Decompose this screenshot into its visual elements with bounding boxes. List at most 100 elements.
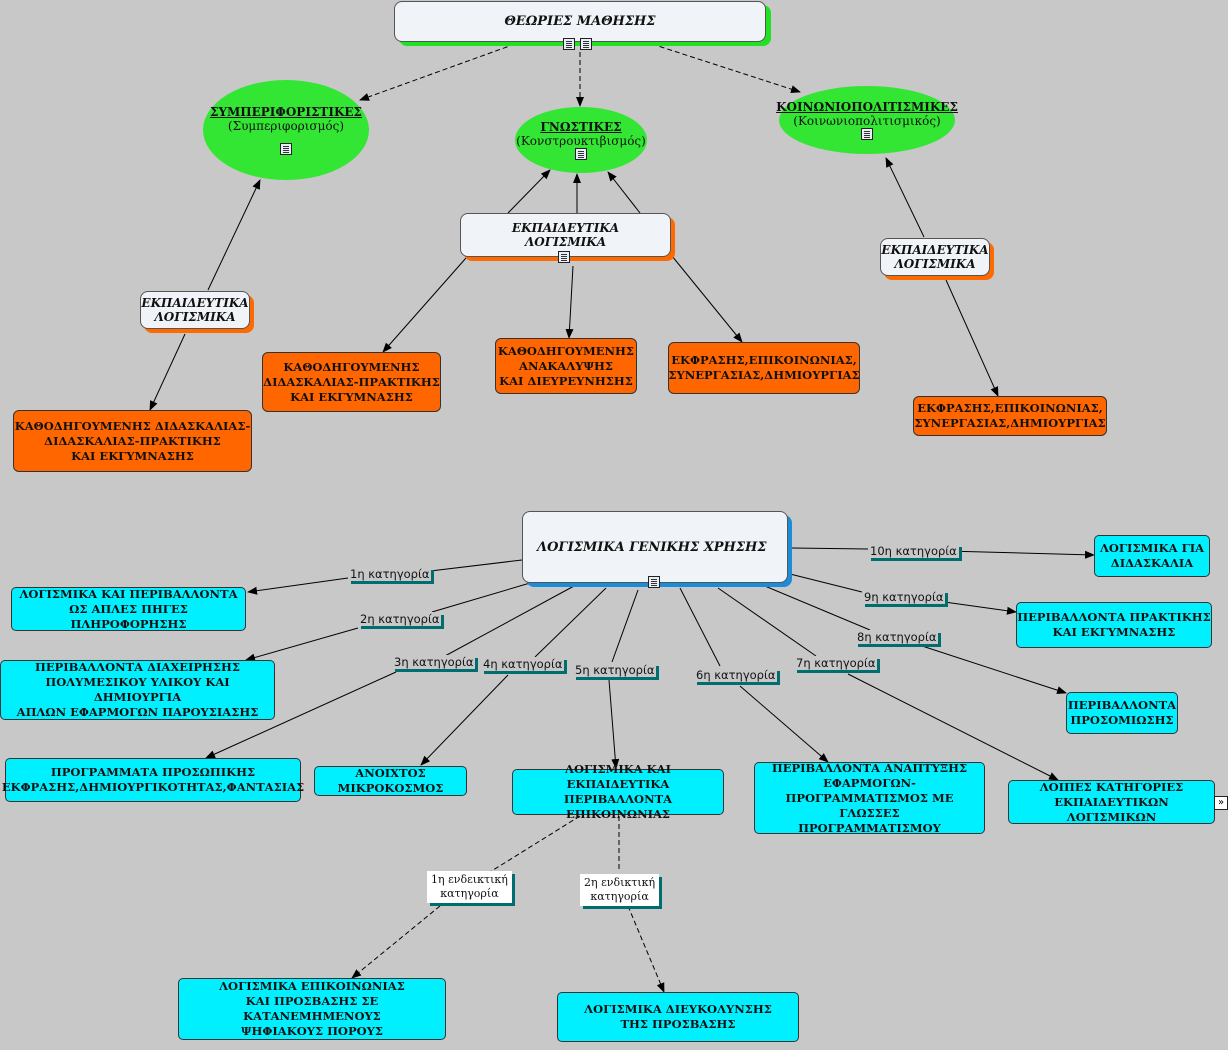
box-line: ΠΡΟΓΡΑΜΜΑΤΙΣΜΟΥ bbox=[798, 820, 941, 835]
guided-teaching-practice-left-box[interactable]: ΚΑΘΟΔΗΓΟΥΜΕΝΗΣ ΔΙΔΑΣΚΑΛΙΑΣ- ΔΙΔΑΣΚΑΛΙΑΣ-… bbox=[13, 410, 252, 472]
box-line: ΚΑΘΟΔΗΓΟΥΜΕΝΗΣ ΔΙΔΑΣΚΑΛΙΑΣ- bbox=[14, 418, 251, 433]
label-line: κατηγορία bbox=[590, 890, 649, 903]
resource-list-icon[interactable] bbox=[558, 251, 570, 263]
edu-software-center-line2: ΛΟΓΙΣΜΙΚΑ bbox=[524, 235, 607, 249]
box-line: ΚΑΙ ΠΡΟΣΒΑΣΗΣ ΣΕ ΚΑΤΑΝΕΜΗΜΕΝΟΥΣ bbox=[243, 994, 381, 1023]
communication-environments-box[interactable]: ΛΟΓΙΣΜΙΚΑ ΚΑΙ ΕΚΠΑΙΔΕΥΤΙΚΑ ΠΕΡΙΒΑΛΛΟΝΤΑ … bbox=[512, 762, 724, 821]
box-line: ΔΙΔΑΣΚΑΛΙΑΣ-ΠΡΑΚΤΙΚΗΣ bbox=[44, 433, 221, 448]
label-line: 2η ενδικτική bbox=[584, 876, 656, 889]
educational-software-left[interactable]: ΕΚΠΑΙΔΕΥΤΙΚΑ ΛΟΓΙΣΜΙΚΑ bbox=[140, 291, 250, 329]
box-line: ΠΡΟΓΡΑΜΜΑΤΙΣΜΟΣ ΜΕ ΓΛΩΣΣΕΣ bbox=[785, 790, 954, 820]
box-line: ΑΠΛΩΝ ΕΦΑΡΜΟΓΩΝ ΠΑΡΟΥΣΙΑΣΗΣ bbox=[16, 705, 259, 719]
expand-arrow-icon[interactable]: » bbox=[1214, 796, 1228, 810]
edu-software-left-line1: ΕΚΠΑΙΔΕΥΤΙΚΑ bbox=[141, 296, 249, 310]
box-line: ΠΟΛΥΜΕΣΙΚΟΥ ΥΛΙΚΟΥ ΚΑΙ ΔΗΜΙΟΥΡΓΙΑ bbox=[45, 675, 230, 704]
box-line: ΚΑΙ ΕΚΓΥΜΝΑΣΗΣ bbox=[290, 389, 413, 404]
category-label-6: 6η κατηγορία bbox=[694, 668, 778, 682]
box-line: ΚΑΘΟΔΗΓΟΥΜΕΝΗΣ bbox=[283, 359, 420, 374]
general-software-title[interactable]: ΛΟΓΙΣΜΙΚΑ ΓΕΝΙΚΗΣ ΧΡΗΣΗΣ bbox=[522, 511, 788, 583]
box-line: ΩΣ ΑΠΛΕΣ ΠΗΓΕΣ ΠΛΗΡΟΦΟΡΗΣΗΣ bbox=[69, 601, 188, 631]
resource-list-icon[interactable] bbox=[861, 128, 873, 140]
box-line: ΚΑΘΟΔΗΓΟΥΜΕΝΗΣ bbox=[497, 343, 635, 358]
indicative-category-label-1: 1η ενδεικτική κατηγορία bbox=[427, 871, 512, 903]
expression-collaboration-right-box[interactable]: ΕΚΦΡΑΣΗΣ,ΕΠΙΚΟΙΝΩΝΙΑΣ, ΣΥΝΕΡΓΑΣΙΑΣ,ΔΗΜΙΟ… bbox=[913, 396, 1107, 436]
cognitive-theory-node[interactable]: ΓΝΩΣΤΙΚΕΣ (Κονστρουκτιβισμός) bbox=[515, 107, 647, 173]
box-line: ΚΑΙ ΔΙΕΥΡΕΥΝΗΣΗΣ bbox=[499, 373, 633, 388]
image-icon[interactable] bbox=[563, 38, 575, 50]
category-label-7: 7η κατηγορία bbox=[794, 656, 878, 670]
teaching-software-box[interactable]: ΛΟΓΙΣΜΙΚΑ ΓΙΑ ΔΙΔΑΣΚΑΛΙΑ bbox=[1094, 535, 1210, 577]
behaviorist-theory-node[interactable]: ΣΥΜΠΕΡΙΦΟΡΙΣΤΙΚΕΣ (Συμπεριφορισμός) bbox=[203, 80, 369, 180]
box-line: ΛΟΓΙΣΜΙΚΑ ΚΑΙ ΕΚΠΑΙΔΕΥΤΙΚΑ bbox=[565, 762, 671, 791]
box-line: ΛΟΓΙΣΜΙΚΑ ΕΠΙΚΟΙΝΩΝΙΑΣ bbox=[219, 979, 405, 993]
resource-list-icon[interactable] bbox=[575, 148, 587, 160]
category-label-2: 2η κατηγορία bbox=[358, 612, 442, 626]
box-line: ΠΕΡΙΒΑΛΛΟΝΤΑ ΕΠΙΚΟΙΝΩΝΙΑΣ bbox=[563, 792, 673, 821]
category-label-8: 8η κατηγορία bbox=[855, 630, 939, 644]
multimedia-management-box[interactable]: ΠΕΡΙΒΑΛΛΟΝΤΑ ΔΙΑΧΕΙΡΗΣΗΣ ΠΟΛΥΜΕΣΙΚΟΥ ΥΛΙ… bbox=[0, 660, 275, 720]
guided-teaching-practice-box[interactable]: ΚΑΘΟΔΗΓΟΥΜΕΝΗΣ ΔΙΔΑΣΚΑΛΙΑΣ-ΠΡΑΚΤΙΚΗΣ ΚΑΙ… bbox=[262, 352, 441, 412]
expression-collaboration-box[interactable]: ΕΚΦΡΑΣΗΣ,ΕΠΙΚΟΙΝΩΝΙΑΣ, ΣΥΝΕΡΓΑΣΙΑΣ,ΔΗΜΙΟ… bbox=[668, 342, 860, 394]
box-line: ΛΟΓΙΣΜΙΚΑ ΚΑΙ ΠΕΡΙΒΑΛΛΟΝΤΑ bbox=[19, 586, 238, 601]
sociocultural-theory-node[interactable]: ΚΟΙΝΩΝΙΟΠΟΛΙΤΙΣΜΙΚΕΣ (Κοινωνιοπολιτισμικ… bbox=[776, 86, 958, 154]
box-line: ΤΗΣ ΠΡΟΣΒΑΣΗΣ bbox=[620, 1017, 736, 1031]
box-line: ΠΕΡΙΒΑΛΛΟΝΤΑ bbox=[1067, 698, 1177, 712]
edu-software-center-line1: ΕΚΠΑΙΔΕΥΤΙΚΑ bbox=[511, 221, 620, 235]
box-line: ΑΝΟΙΧΤΟΣ ΜΙΚΡΟΚΟΣΜΟΣ bbox=[337, 766, 444, 795]
box-line: ΠΕΡΙΒΑΛΛΟΝΤΑ ΑΝΑΠΤΥΞΗΣ bbox=[771, 760, 968, 775]
resource-list-icon[interactable] bbox=[280, 143, 292, 155]
learning-theories-title-text: ΘΕΩΡΙΕΣ ΜΑΘΗΣΗΣ bbox=[504, 14, 656, 29]
category-label-4: 4η κατηγορία bbox=[481, 657, 565, 671]
distributed-resources-box[interactable]: ΛΟΓΙΣΜΙΚΑ ΕΠΙΚΟΙΝΩΝΙΑΣ ΚΑΙ ΠΡΟΣΒΑΣΗΣ ΣΕ … bbox=[178, 978, 446, 1040]
box-line: ΚΑΙ ΕΚΓΥΜΝΑΣΗΣ bbox=[1052, 625, 1176, 639]
category-label-5: 5η κατηγορία bbox=[573, 663, 657, 677]
information-sources-box[interactable]: ΛΟΓΙΣΜΙΚΑ ΚΑΙ ΠΕΡΙΒΑΛΛΟΝΤΑ ΩΣ ΑΠΛΕΣ ΠΗΓΕ… bbox=[11, 587, 246, 631]
edu-software-right-line1: ΕΚΠΑΙΔΕΥΤΙΚΑ bbox=[881, 243, 989, 257]
box-line: ΛΟΙΠΕΣ ΚΑΤΗΓΟΡΙΕΣ bbox=[1039, 779, 1184, 794]
box-line: ΕΦΑΡΜΟΓΩΝ- bbox=[823, 775, 916, 790]
other-categories-box[interactable]: ΛΟΙΠΕΣ ΚΑΤΗΓΟΡΙΕΣ ΕΚΠΑΙΔΕΥΤΙΚΩΝ ΛΟΓΙΣΜΙΚ… bbox=[1008, 780, 1215, 824]
box-line: ΣΥΝΕΡΓΑΣΙΑΣ,ΔΗΜΙΟΥΡΓΙΑΣ bbox=[914, 416, 1106, 430]
simulation-environments-box[interactable]: ΠΕΡΙΒΑΛΛΟΝΤΑ ΠΡΟΣΟΜΙΩΣΗΣ bbox=[1066, 692, 1178, 734]
box-line: ΠΕΡΙΒΑΛΛΟΝΤΑ ΠΡΑΚΤΙΚΗΣ bbox=[1017, 610, 1211, 624]
category-label-9: 9η κατηγορία bbox=[862, 590, 946, 604]
box-line: ΠΕΡΙΒΑΛΛΟΝΤΑ ΔΙΑΧΕΙΡΗΣΗΣ bbox=[34, 660, 241, 674]
educational-software-right[interactable]: ΕΚΠΑΙΔΕΥΤΙΚΑ ΛΟΓΙΣΜΙΚΑ bbox=[880, 238, 990, 276]
indicative-category-label-2: 2η ενδικτική κατηγορία bbox=[580, 874, 660, 906]
personal-expression-box[interactable]: ΠΡΟΓΡΑΜΜΑΤΑ ΠΡΟΣΩΠΙΚΗΣ ΕΚΦΡΑΣΗΣ,ΔΗΜΙΟΥΡΓ… bbox=[1, 758, 305, 802]
general-software-title-text: ΛΟΓΙΣΜΙΚΑ ΓΕΝΙΚΗΣ ΧΡΗΣΗΣ bbox=[537, 539, 767, 555]
box-line: ΛΟΓΙΣΜΙΚΑ ΔΙΕΥΚΟΛΥΝΣΗΣ bbox=[584, 1002, 772, 1016]
edu-software-right-line2: ΛΟΓΙΣΜΙΚΑ bbox=[894, 257, 976, 271]
access-facilitation-box[interactable]: ΛΟΓΙΣΜΙΚΑ ΔΙΕΥΚΟΛΥΝΣΗΣ ΤΗΣ ΠΡΟΣΒΑΣΗΣ bbox=[557, 992, 799, 1042]
behaviorist-sub: (Συμπεριφορισμός) bbox=[227, 119, 345, 133]
box-line: ΣΥΝΕΡΓΑΣΙΑΣ,ΔΗΜΙΟΥΡΓΙΑΣ bbox=[668, 368, 860, 382]
box-line: ΕΚΦΡΑΣΗΣ,ΕΠΙΚΟΙΝΩΝΙΑΣ, bbox=[671, 353, 857, 367]
box-line: ΔΙΔΑΣΚΑΛΙΑΣ-ΠΡΑΚΤΙΚΗΣ bbox=[263, 374, 440, 389]
category-label-1: 1η κατηγορία bbox=[348, 567, 432, 581]
box-line: ΕΚΦΡΑΣΗΣ,ΕΠΙΚΟΙΝΩΝΙΑΣ, bbox=[917, 401, 1103, 415]
resource-list-icon[interactable] bbox=[648, 576, 660, 588]
guided-discovery-box[interactable]: ΚΑΘΟΔΗΓΟΥΜΕΝΗΣ ΑΝΑΚΑΛΥΨΗΣ ΚΑΙ ΔΙΕΥΡΕΥΝΗΣ… bbox=[495, 338, 637, 394]
box-line: ΑΝΑΚΑΛΥΨΗΣ bbox=[519, 358, 613, 373]
category-label-10: 10η κατηγορία bbox=[868, 544, 959, 558]
label-line: κατηγορία bbox=[440, 887, 499, 900]
title-icons bbox=[563, 35, 593, 54]
cognitive-name: ΓΝΩΣΤΙΚΕΣ bbox=[540, 120, 622, 134]
practice-environments-box[interactable]: ΠΕΡΙΒΑΛΛΟΝΤΑ ΠΡΑΚΤΙΚΗΣ ΚΑΙ ΕΚΓΥΜΝΑΣΗΣ bbox=[1016, 602, 1212, 648]
learning-theories-title[interactable]: ΘΕΩΡΙΕΣ ΜΑΘΗΣΗΣ bbox=[394, 1, 766, 42]
cognitive-sub: (Κονστρουκτιβισμός) bbox=[516, 134, 646, 148]
film-icon[interactable] bbox=[580, 38, 593, 50]
category-label-3: 3η κατηγορία bbox=[392, 655, 476, 669]
box-line: ΔΙΔΑΣΚΑΛΙΑ bbox=[1110, 556, 1194, 570]
box-line: ΕΚΠΑΙΔΕΥΤΙΚΩΝ ΛΟΓΙΣΜΙΚΩΝ bbox=[1054, 794, 1169, 824]
box-line: ΕΚΦΡΑΣΗΣ,ΔΗΜΙΟΥΡΓΙΚΟΤΗΤΑΣ,ΦΑΝΤΑΣΙΑΣ bbox=[1, 780, 305, 794]
box-line: ΠΡΟΓΡΑΜΜΑΤΑ ΠΡΟΣΩΠΙΚΗΣ bbox=[50, 765, 256, 779]
sociocultural-sub: (Κοινωνιοπολιτισμικός) bbox=[793, 114, 941, 128]
box-line: ΚΑΙ ΕΚΓΥΜΝΑΣΗΣ bbox=[71, 448, 194, 463]
edu-software-left-line2: ΛΟΓΙΣΜΙΚΑ bbox=[154, 310, 236, 324]
programming-environments-box[interactable]: ΠΕΡΙΒΑΛΛΟΝΤΑ ΑΝΑΠΤΥΞΗΣ ΕΦΑΡΜΟΓΩΝ- ΠΡΟΓΡΑ… bbox=[754, 760, 985, 835]
open-microcosm-box[interactable]: ΑΝΟΙΧΤΟΣ ΜΙΚΡΟΚΟΣΜΟΣ bbox=[314, 766, 467, 796]
sociocultural-name: ΚΟΙΝΩΝΙΟΠΟΛΙΤΙΣΜΙΚΕΣ bbox=[776, 100, 958, 114]
box-line: ΨΗΦΙΑΚΟΥΣ ΠΟΡΟΥΣ bbox=[241, 1024, 383, 1038]
